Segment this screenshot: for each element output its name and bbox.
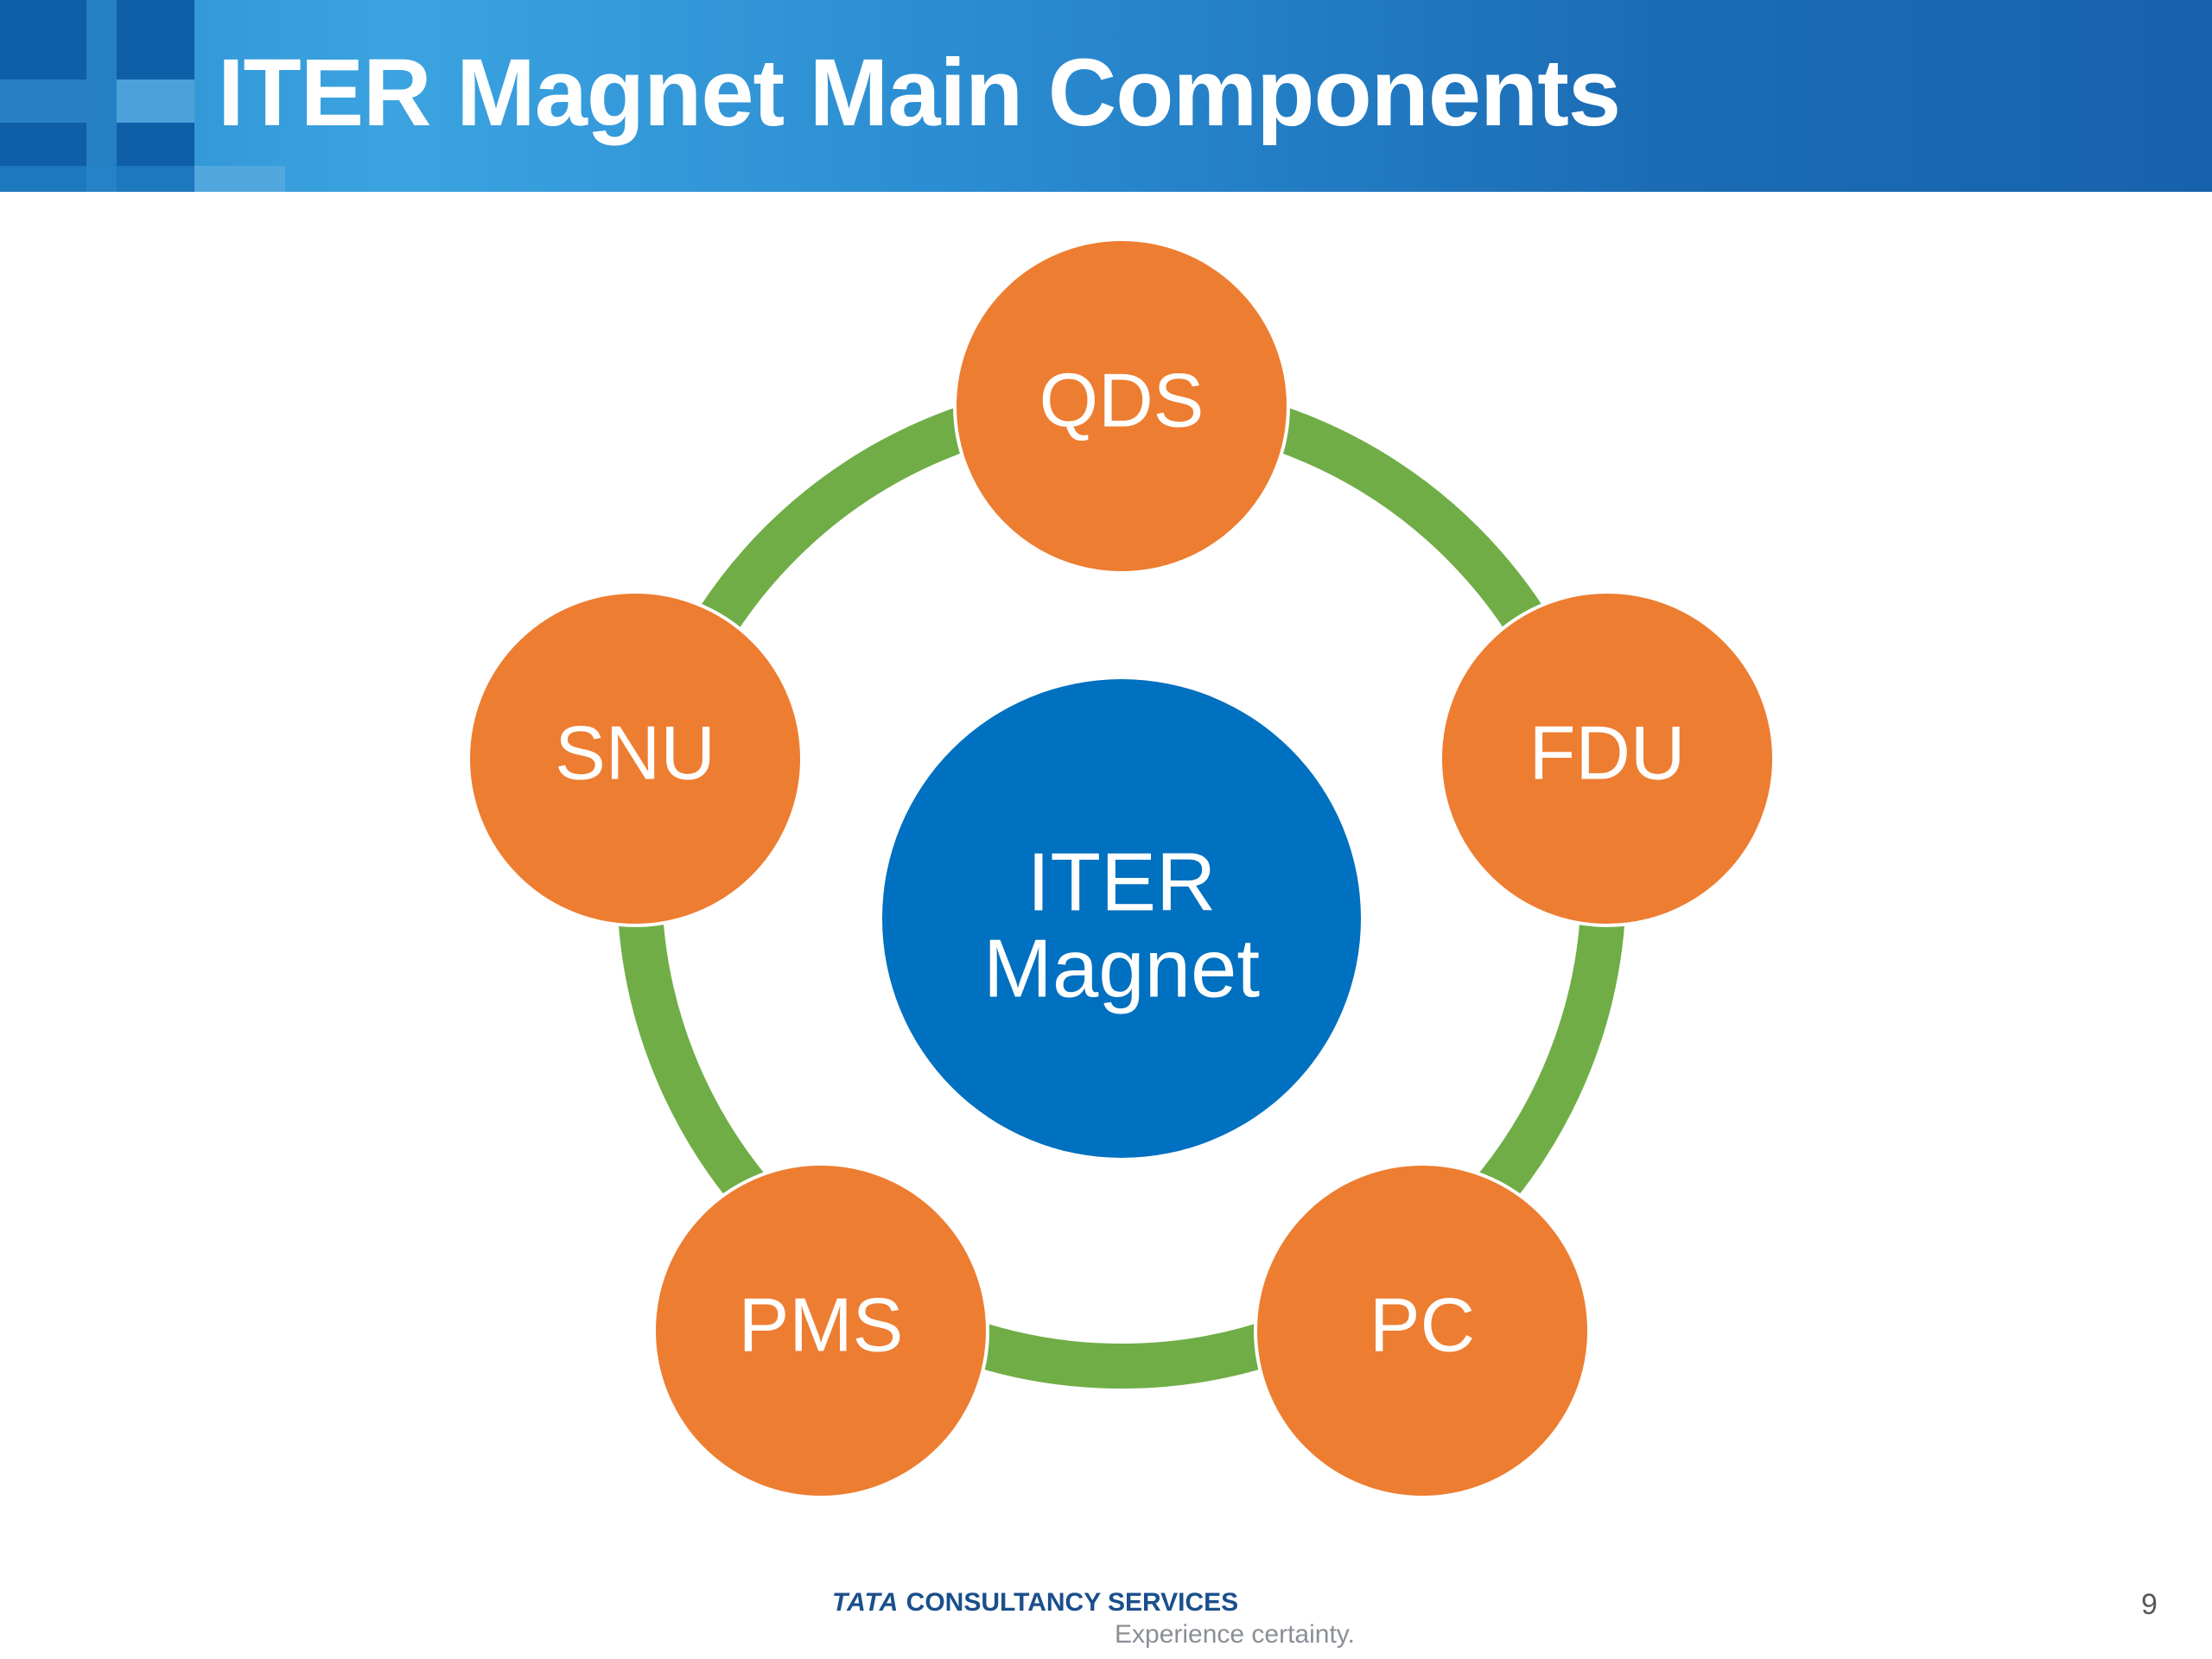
center-label-line2: Magnet bbox=[983, 922, 1260, 1014]
footer-brand-tata: TATA bbox=[832, 1588, 899, 1617]
center-label-line1: ITER bbox=[1027, 836, 1217, 928]
node-label: SNU bbox=[555, 709, 715, 795]
node-circle bbox=[953, 238, 1290, 575]
footer-logo: TATA CONSULTANCY SERVICES bbox=[832, 1588, 1238, 1618]
node-circle bbox=[1439, 590, 1776, 927]
slide-title: ITER Magnet Main Components bbox=[218, 40, 1621, 146]
page-number: 9 bbox=[2141, 1588, 2158, 1621]
header-banner: ITER Magnet Main Components bbox=[0, 0, 2212, 192]
node-fdu: FDU bbox=[1439, 590, 1776, 927]
header-decoration bbox=[117, 79, 194, 123]
node-qds: QDS bbox=[953, 238, 1290, 575]
node-label: PC bbox=[1370, 1281, 1475, 1367]
node-pc: PC bbox=[1254, 1162, 1591, 1499]
center-circle bbox=[882, 679, 1361, 1158]
node-circle bbox=[1254, 1162, 1591, 1499]
node-label: FDU bbox=[1529, 709, 1686, 795]
node-pms: PMS bbox=[652, 1162, 989, 1499]
node-label: PMS bbox=[739, 1281, 904, 1367]
node-snu: SNU bbox=[467, 590, 804, 927]
header-decoration bbox=[86, 0, 117, 192]
node-circle bbox=[467, 590, 804, 927]
node-circle bbox=[652, 1162, 989, 1499]
node-label: QDS bbox=[1039, 357, 1205, 442]
footer-tagline: Experience certainty. bbox=[1115, 1620, 1355, 1649]
header-decoration bbox=[0, 79, 86, 123]
footer-brand-name: CONSULTANCY SERVICES bbox=[906, 1588, 1239, 1617]
center-node: ITER Magnet bbox=[882, 679, 1361, 1158]
header-decoration bbox=[194, 166, 285, 192]
